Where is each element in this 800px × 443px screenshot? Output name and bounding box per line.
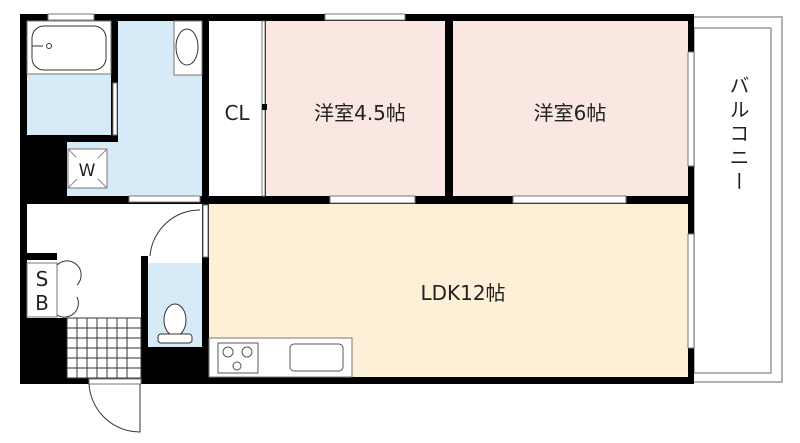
kitchen-sink-icon (289, 343, 344, 372)
stove-burner-icon (241, 346, 253, 358)
western-room-4-5 (266, 21, 445, 196)
washer-label: W (79, 161, 96, 181)
entrance-tiles (66, 317, 142, 379)
stove-burner-icon (222, 346, 234, 358)
shoe-box (26, 262, 58, 318)
door-swing[interactable] (149, 209, 201, 257)
closet-label: CL (224, 101, 250, 125)
shoe-box-door[interactable] (56, 260, 82, 318)
toilet-icon (157, 303, 193, 344)
balcony-label: バルコニー (726, 75, 750, 195)
hallway-upper (27, 204, 143, 258)
ldk-label: LDK12帖 (420, 281, 505, 305)
windows (47, 13, 695, 385)
washer-space: W (67, 148, 108, 189)
western-room-6 (453, 21, 688, 196)
bathtub-icon (26, 20, 112, 75)
western-room-small-label: 洋室4.5帖 (314, 101, 406, 125)
stove-burner-icon (232, 361, 242, 371)
shoe-box-b: B (35, 291, 49, 315)
western-room-large-label: 洋室6帖 (534, 101, 607, 125)
kitchen-counter (208, 337, 353, 378)
closet-handle (262, 104, 267, 110)
wall-segment (20, 253, 57, 260)
washbasin-icon (173, 20, 203, 76)
shoe-box-s: S (36, 267, 49, 291)
entrance-door-swing[interactable] (88, 383, 141, 433)
closet (209, 21, 262, 196)
wall-segment (141, 256, 148, 318)
balcony (691, 16, 783, 383)
